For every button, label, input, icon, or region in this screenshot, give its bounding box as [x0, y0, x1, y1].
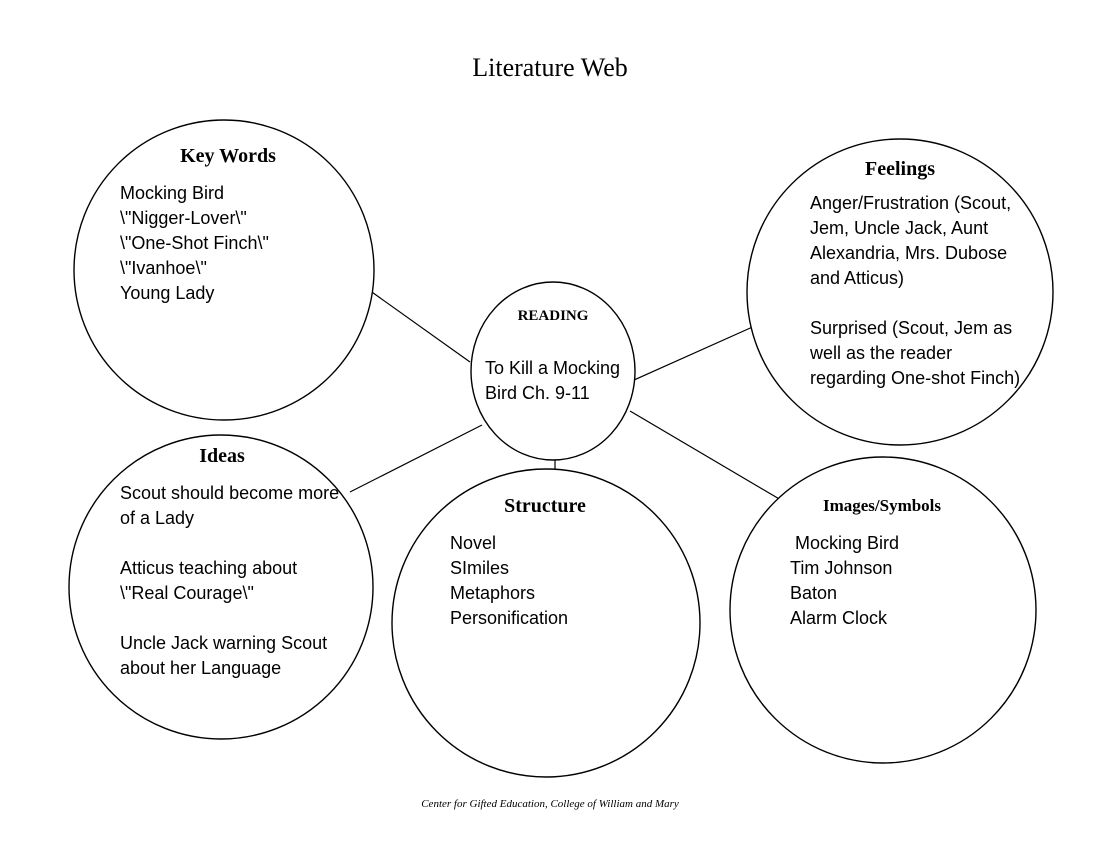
key-words-node: Key Words Mocking Bird \"Nigger-Lover\" … — [73, 119, 375, 421]
structure-line: Novel — [450, 533, 496, 553]
images-symbols-node: Images/Symbols Mocking Bird Tim Johnson … — [729, 456, 1037, 764]
ideas-node: Ideas Scout should become more of a Lady… — [68, 434, 374, 740]
structure-line: Personification — [450, 608, 568, 628]
structure-line: Metaphors — [450, 583, 535, 603]
structure-circle — [391, 468, 701, 778]
key-words-line: \"Ivanhoe\" — [120, 258, 207, 278]
structure-heading: Structure — [504, 495, 586, 517]
connector-ideas — [349, 424, 483, 493]
feelings-circle — [746, 138, 1054, 446]
images-symbols-line: Alarm Clock — [790, 608, 888, 628]
feelings-line: Anger/Frustration (Scout, — [810, 193, 1011, 213]
key-words-line: \"One-Shot Finch\" — [120, 233, 269, 253]
center-node: READING To Kill a Mocking Bird Ch. 9-11 — [470, 281, 636, 461]
connector-images-symbols — [629, 410, 782, 501]
center-heading: READING — [518, 308, 589, 324]
page-title: Literature Web — [472, 53, 628, 82]
ideas-heading: Ideas — [199, 445, 245, 467]
key-words-circle — [73, 119, 375, 421]
key-words-line: \"Nigger-Lover\" — [120, 208, 247, 228]
images-symbols-line: Baton — [790, 583, 837, 603]
connector-key-words — [368, 289, 471, 363]
feelings-line: well as the reader — [809, 343, 952, 363]
images-symbols-text: Mocking Bird Tim Johnson Baton Alarm Clo… — [790, 533, 899, 628]
images-symbols-circle — [729, 456, 1037, 764]
images-symbols-heading: Images/Symbols — [823, 496, 941, 515]
key-words-heading: Key Words — [180, 145, 276, 167]
images-symbols-line: Mocking Bird — [790, 533, 899, 553]
feelings-node: Feelings Anger/Frustration (Scout, Jem, … — [746, 138, 1054, 446]
center-line: Bird Ch. 9-11 — [485, 383, 590, 403]
key-words-line: Mocking Bird — [120, 183, 224, 203]
feelings-line: Alexandria, Mrs. Dubose — [810, 243, 1007, 263]
feelings-line: and Atticus) — [810, 268, 904, 288]
center-circle — [470, 281, 636, 461]
feelings-heading: Feelings — [865, 158, 935, 180]
footer-credit: Center for Gifted Education, College of … — [421, 798, 679, 810]
feelings-line: regarding One-shot Finch) — [810, 368, 1020, 388]
ideas-line: \"Real Courage\" — [120, 583, 254, 603]
ideas-line: of a Lady — [120, 508, 194, 528]
connector-feelings — [633, 324, 758, 381]
ideas-circle — [68, 434, 374, 740]
structure-line: SImiles — [450, 558, 509, 578]
ideas-text: Scout should become more of a Lady Attic… — [120, 483, 344, 678]
center-line: To Kill a Mocking — [485, 358, 620, 378]
ideas-line: Uncle Jack warning Scout — [120, 633, 327, 653]
images-symbols-line: Tim Johnson — [790, 558, 892, 578]
ideas-line: Scout should become more — [120, 483, 339, 503]
center-text: To Kill a Mocking Bird Ch. 9-11 — [485, 358, 625, 403]
key-words-text: Mocking Bird \"Nigger-Lover\" \"One-Shot… — [120, 183, 274, 303]
feelings-line: Jem, Uncle Jack, Aunt — [810, 218, 988, 238]
ideas-line: about her Language — [120, 658, 281, 678]
key-words-line: Young Lady — [120, 283, 214, 303]
ideas-line: Atticus teaching about — [120, 558, 297, 578]
feelings-text: Anger/Frustration (Scout, Jem, Uncle Jac… — [809, 193, 1020, 388]
structure-node: Structure Novel SImiles Metaphors Person… — [391, 468, 701, 778]
structure-text: Novel SImiles Metaphors Personification — [450, 533, 568, 628]
feelings-line: Surprised (Scout, Jem as — [810, 318, 1012, 338]
